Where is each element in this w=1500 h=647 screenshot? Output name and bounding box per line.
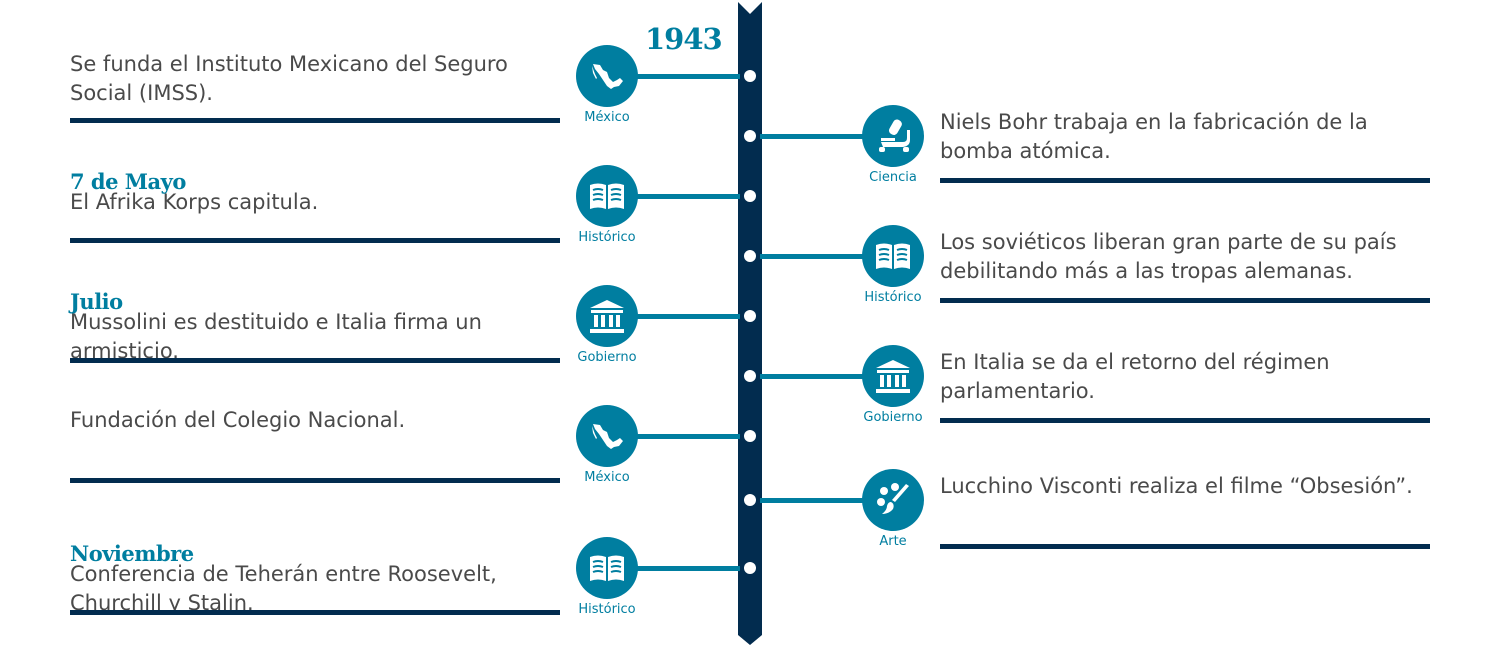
timeline-spine [738,2,762,645]
connector [636,74,740,79]
category-label: México [584,110,630,125]
category-badge [862,345,924,407]
timeline-dot [744,370,756,382]
timeline-dot [744,70,756,82]
microscope-icon [879,119,910,152]
event-date: 7 de Mayo [70,169,186,194]
year-title: 1943 [645,22,723,56]
category-label: Histórico [578,602,636,617]
category-badge [862,225,924,287]
category-label: Histórico [864,290,922,305]
event-text: Niels Bohr trabaja en la fabricación de … [940,110,1368,163]
timeline-dot [744,190,756,202]
event-underline [940,298,1430,303]
book-icon [876,243,910,269]
connector [636,434,740,439]
event-text: Conferencia de Teherán entre Roosevelt, … [70,562,497,615]
connector [760,374,864,379]
mexico-map-icon [592,424,623,449]
category-label: Arte [879,534,907,549]
event-underline [70,118,560,123]
connector [636,194,740,199]
event-underline [940,544,1430,549]
timeline-dot [744,130,756,142]
category-label: México [584,470,630,485]
category-badge [576,45,638,107]
connector [760,254,864,259]
connector [636,566,740,571]
category-label: Gobierno [863,410,923,425]
connector [760,498,864,503]
category-label: Histórico [578,230,636,245]
event-text: Se funda el Instituto Mexicano del Segur… [70,52,508,105]
event-date: Noviembre [70,541,194,566]
category-badge [576,405,638,467]
event-underline [70,478,560,483]
category-badge [862,105,924,167]
category-badge [862,469,924,531]
event-underline [940,418,1430,423]
event-text: Los soviéticos liberan gran parte de su … [940,230,1397,283]
event-underline [70,358,560,363]
category-badge [576,285,638,347]
timeline-dot [744,250,756,262]
mexico-map-icon [592,64,623,89]
category-badge [576,537,638,599]
event-text: El Afrika Korps capitula. [70,190,319,214]
event-date: Julio [70,289,123,314]
category-label: Ciencia [869,170,917,185]
event-underline [70,610,560,615]
timeline-dot [744,430,756,442]
category-badge [576,165,638,227]
timeline-dot [744,310,756,322]
event-underline [70,238,560,243]
event-underline [940,178,1430,183]
palette-icon [877,483,909,514]
event-text: Fundación del Colegio Nacional. [70,408,406,432]
book-icon [590,555,624,581]
timeline-dot [744,494,756,506]
timeline-dot [744,562,756,574]
book-icon [590,183,624,209]
government-building-icon [590,300,624,333]
government-building-icon [876,360,910,393]
event-text: En Italia se da el retorno del régimen p… [940,350,1330,403]
category-label: Gobierno [577,350,637,365]
connector [636,314,740,319]
connector [760,134,864,139]
event-text: Lucchino Visconti realiza el filme “Obse… [940,474,1413,498]
